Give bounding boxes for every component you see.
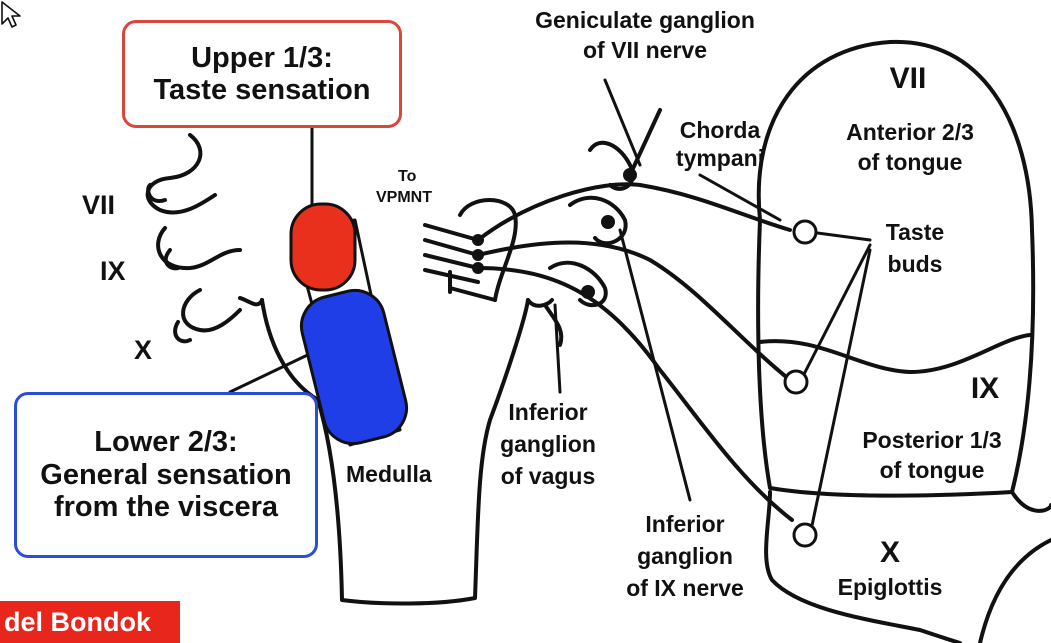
taste-bud-posterior bbox=[785, 371, 807, 393]
label-posterior-1: Posterior 1/3 bbox=[832, 428, 1032, 454]
taste-region bbox=[291, 204, 355, 290]
label-tongue-ix: IX bbox=[950, 372, 1020, 406]
label-chorda-2: tympani bbox=[660, 146, 780, 172]
label-vpmnt: VPMNT bbox=[376, 189, 432, 207]
lower-two-thirds-box: Lower 2/3: General sensation from the vi… bbox=[14, 392, 318, 558]
taste-bud-epiglottis bbox=[794, 524, 816, 546]
upper-title: Upper 1/3: bbox=[191, 42, 333, 74]
label-epiglottis: Epiglottis bbox=[815, 575, 965, 601]
label-taste-1: Taste bbox=[865, 220, 965, 246]
lower-title: Lower 2/3: bbox=[94, 426, 237, 458]
label-inf-ix-3: of IX nerve bbox=[610, 576, 760, 602]
label-anterior-2: of tongue bbox=[815, 150, 1005, 176]
label-inf-ix-1: Inferior bbox=[610, 512, 760, 538]
taste-bud-anterior bbox=[794, 221, 816, 243]
geniculate-ganglion bbox=[590, 143, 633, 189]
label-taste-2: buds bbox=[865, 252, 965, 278]
label-medulla: Medulla bbox=[346, 462, 432, 488]
label-x-left: X bbox=[134, 335, 152, 365]
label-tongue-vii: VII bbox=[868, 62, 948, 96]
fibre-vii bbox=[478, 184, 790, 240]
label-inf-vagus-2: ganglion bbox=[488, 432, 608, 458]
label-inf-vagus-1: Inferior bbox=[488, 400, 608, 426]
root-x bbox=[183, 290, 240, 330]
label-ix-left: IX bbox=[100, 256, 126, 286]
label-vii-left: VII bbox=[82, 190, 115, 220]
upper-third-box: Upper 1/3: Taste sensation bbox=[122, 20, 402, 128]
label-anterior-1: Anterior 2/3 bbox=[815, 120, 1005, 146]
label-posterior-2: of tongue bbox=[832, 458, 1032, 484]
upper-subtitle: Taste sensation bbox=[153, 74, 370, 106]
label-tongue-x: X bbox=[860, 536, 920, 570]
mouse-cursor-icon bbox=[0, 0, 22, 30]
label-inf-vagus-3: of vagus bbox=[488, 464, 608, 490]
label-to: To bbox=[398, 168, 416, 186]
sulcus-line bbox=[760, 335, 1030, 372]
label-inf-ix-2: ganglion bbox=[610, 544, 760, 570]
lower-subtitle-2: from the viscera bbox=[54, 491, 278, 523]
label-geniculate-2: of VII nerve bbox=[505, 38, 785, 64]
author-banner: del Bondok bbox=[0, 601, 180, 643]
ganglion-ix bbox=[570, 198, 626, 243]
lower-subtitle-1: General sensation bbox=[40, 459, 291, 491]
label-geniculate-1: Geniculate ganglion bbox=[505, 8, 785, 34]
label-chorda-1: Chorda bbox=[660, 118, 780, 144]
